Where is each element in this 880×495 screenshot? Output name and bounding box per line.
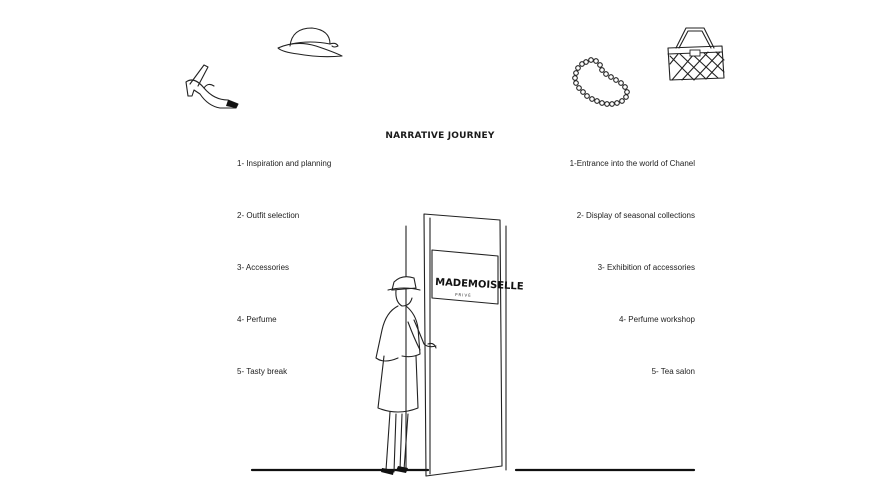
- right-step-4: 4- Perfume workshop: [618, 315, 695, 324]
- door-sign-name: MADEMOISELLE: [435, 277, 524, 293]
- door-illustration: MADEMOISELLE PRIVÉ: [250, 213, 696, 477]
- door-frame: [405, 225, 507, 471]
- left-step-5: 5- Tasty break: [237, 367, 288, 376]
- page-title: NARRATIVE JOURNEY: [385, 131, 495, 141]
- left-step-1: 1- Inspiration and planning: [237, 159, 332, 168]
- right-step-5: 5- Tea salon: [651, 367, 695, 376]
- slingback-shoe-icon: [185, 64, 239, 109]
- left-step-2: 2- Outfit selection: [237, 211, 300, 220]
- woman-figure: [375, 276, 437, 475]
- door-panel: [423, 213, 503, 477]
- hat-icon: [277, 27, 343, 58]
- door-sign: MADEMOISELLE PRIVÉ: [431, 249, 524, 305]
- quilted-handbag-icon: [667, 27, 725, 81]
- right-step-2: 2- Display of seasonal collections: [576, 211, 695, 220]
- right-step-3: 3- Exhibition of accessories: [597, 263, 695, 272]
- door-sign-sub: PRIVÉ: [455, 292, 472, 298]
- left-step-3: 3- Accessories: [237, 263, 290, 272]
- left-step-4: 4- Perfume: [237, 315, 277, 324]
- right-step-1: 1-Entrance into the world of Chanel: [569, 159, 695, 168]
- pearl-necklace-icon: [572, 57, 630, 107]
